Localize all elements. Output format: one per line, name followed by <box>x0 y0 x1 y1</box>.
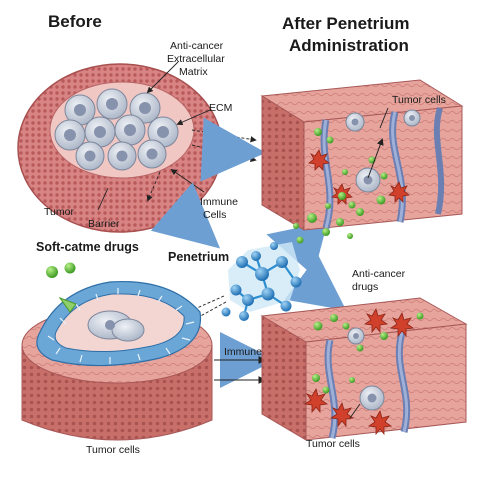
label-anticancer-drugs-line1: Anti-cancer <box>352 268 406 280</box>
label-ecm: ECM <box>209 102 233 114</box>
tissue-block-after-top <box>260 79 464 231</box>
label-tumor-cells-left: Tumor cells <box>86 444 140 456</box>
label-anticancer-line2: Extracellular <box>167 53 225 65</box>
label-anticancer-line1: Anti-cancer <box>170 40 224 52</box>
label-immune-cells-line2: Cells <box>203 209 227 221</box>
penetrium-molecule <box>184 242 302 325</box>
heading-penetrium: Penetrium <box>168 250 230 264</box>
label-immune: Immune <box>224 346 262 358</box>
label-tumor-cells-right: Tumor cells <box>306 438 360 450</box>
label-anticancer-line3: Matrix <box>179 66 208 78</box>
heading-after-line1: After Penetrium <box>282 14 410 33</box>
tissue-block-after-bottom <box>260 297 468 441</box>
heading-before: Before <box>48 12 102 31</box>
heading-after-line2: Administration <box>289 36 409 55</box>
tumor-mass-before <box>17 63 223 233</box>
heading-soft-drugs: Soft-catme drugs <box>36 240 139 254</box>
immune-arrows-bottom <box>214 356 267 384</box>
tumor-cell-cluster <box>54 88 179 171</box>
nanoparticle-liposome <box>36 280 202 367</box>
label-anticancer-drugs-line2: drugs <box>352 281 379 293</box>
label-barrier: Barrier <box>88 218 120 230</box>
drug-particles-drifting <box>46 213 353 278</box>
label-tumor-cells-top: Tumor cells <box>392 94 446 106</box>
label-tumor: Tumor <box>44 206 74 218</box>
label-immune-cells-line1: Immune <box>200 196 238 208</box>
